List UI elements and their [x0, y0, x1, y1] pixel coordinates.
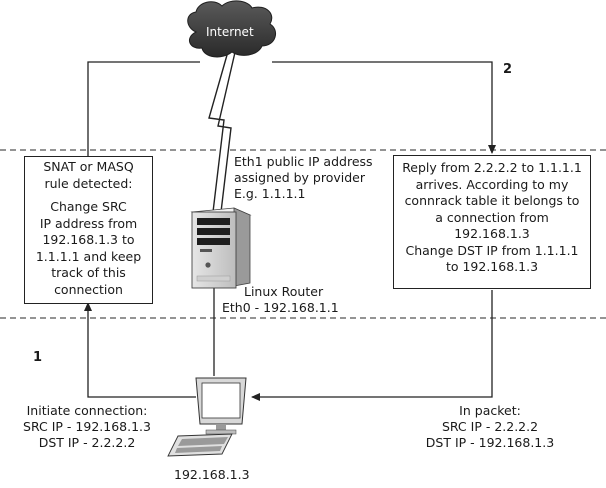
reply-box-line: arrives. According to my	[415, 176, 569, 192]
reply-box-line: Change DST IP from 1.1.1.1	[405, 242, 579, 258]
snat-box-line: SNAT or MASQ	[43, 159, 134, 174]
reply-box-line: 192.168.1.3	[454, 226, 530, 241]
snat-box-line: connection	[54, 281, 123, 297]
in-packet-line: DST IP - 192.168.1.3	[425, 435, 555, 450]
reply-box-line: connrack table it belongs to	[404, 193, 580, 208]
router-eth0-label: Eth0 - 192.168.1.1	[222, 300, 339, 315]
snat-box-line: rule detected:	[44, 175, 133, 191]
internet-cloud-icon	[187, 0, 277, 58]
eth1-line: E.g. 1.1.1.1	[234, 186, 306, 201]
step-number-2: 2	[503, 62, 513, 77]
reply-box-line: to 192.168.1.3	[445, 259, 539, 274]
reply-box-line: a connection from	[435, 209, 549, 225]
snat-box-line	[25, 192, 152, 199]
initiate-line: SRC IP - 192.168.1.3	[23, 419, 151, 434]
lightning-bolt-icon	[208, 47, 237, 213]
in-packet-line: In packet:	[459, 403, 521, 418]
initiate-line: Initiate connection:	[26, 403, 148, 418]
internet-label: Internet	[206, 25, 254, 39]
initiate-line: DST IP - 2.2.2.2	[38, 435, 136, 450]
snat-box-line: Change SRC	[50, 199, 127, 214]
snat-box-line: 1.1.1.1 and keep	[35, 248, 142, 264]
in-packet-line: SRC IP - 2.2.2.2	[441, 419, 539, 434]
reply-conntrack-box: Reply from 2.2.2.2 to 1.1.1.1 arrives. A…	[393, 155, 591, 289]
outgoing-line-lower	[84, 302, 196, 398]
reply-box-line: Reply from 2.2.2.2 to 1.1.1.1	[402, 160, 582, 175]
initiate-connection-text: Initiate connection: SRC IP - 192.168.1.…	[12, 403, 162, 451]
snat-box-line: 192.168.1.3 to	[42, 232, 135, 247]
snat-box-line: track of this	[51, 265, 126, 280]
outgoing-line-upper	[87, 61, 200, 156]
eth1-line: assigned by provider	[234, 170, 365, 185]
router-name-label: Linux Router	[244, 284, 324, 299]
eth1-line: Eth1 public IP address	[234, 154, 373, 169]
snat-box-line: IP address from	[39, 215, 138, 231]
linux-router-icon	[190, 207, 252, 289]
client-ip-label: 192.168.1.3	[174, 467, 250, 482]
step-number-1: 1	[33, 350, 43, 365]
snat-rule-box: SNAT or MASQ rule detected: Change SRC I…	[24, 156, 153, 304]
return-line-lower	[251, 290, 493, 401]
client-computer-icon	[167, 377, 247, 457]
in-packet-text: In packet: SRC IP - 2.2.2.2 DST IP - 192…	[410, 403, 570, 451]
return-line-upper	[272, 61, 496, 154]
eth1-description: Eth1 public IP address assigned by provi…	[234, 154, 373, 202]
